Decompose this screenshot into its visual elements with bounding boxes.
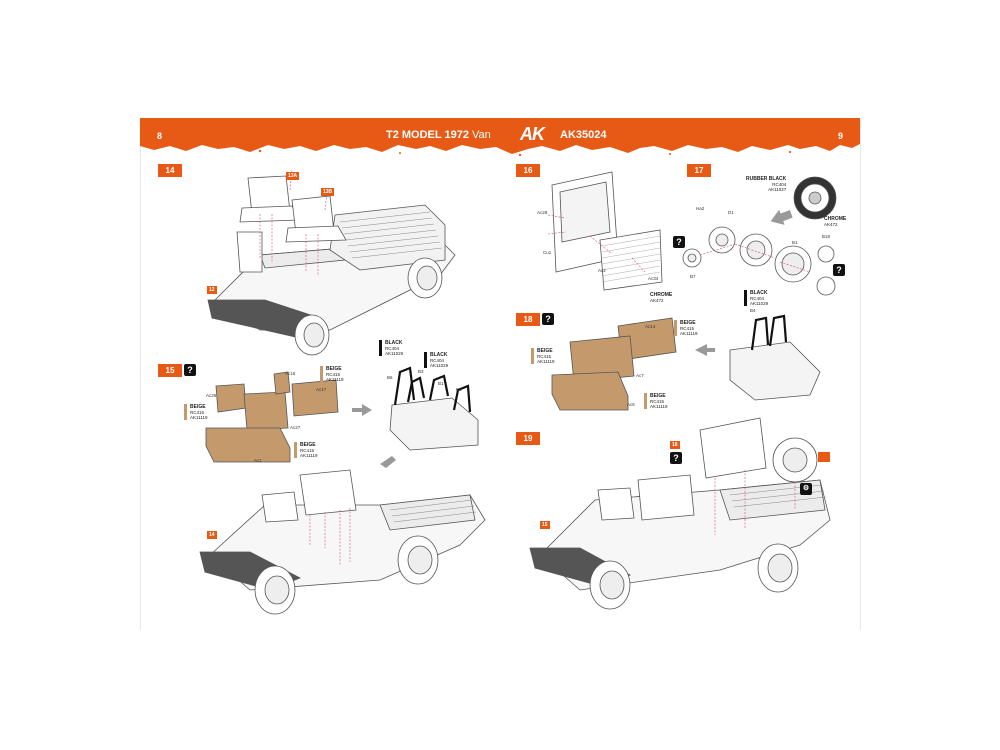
part-label: B6 [387, 375, 393, 380]
step15-assembled-drawing [199, 469, 486, 615]
part-label: B4 [750, 308, 756, 313]
part-label: Ha2 [696, 206, 705, 211]
step17-wheel-drawing [682, 176, 837, 296]
callout-13b: 13B [321, 188, 335, 196]
left-page-edge [140, 120, 141, 630]
step15-seat-parts [205, 371, 339, 463]
help-icon-step15: ? [184, 364, 196, 376]
part-label: Ac14 [645, 324, 656, 329]
step-15-badge: 15 [158, 364, 182, 377]
part-label: Ac26 [206, 393, 217, 398]
part-label: Ac34 [648, 276, 659, 281]
model-title: T2 MODEL 1972 Van [386, 129, 491, 141]
step-16-badge: 16 [516, 164, 540, 177]
part-label: B1 [792, 240, 798, 245]
product-code: AK35024 [560, 129, 607, 141]
direction-arrows [352, 209, 793, 468]
part-label: Ac6 [627, 402, 635, 407]
part-label: Ac1 [254, 458, 262, 463]
callout-14: 14 [207, 531, 217, 539]
step-14-badge: 14 [158, 164, 182, 177]
right-page-edge [860, 120, 861, 630]
decal-icon: ⚙ [800, 483, 812, 495]
page-number-left: 8 [157, 131, 163, 141]
header-band [140, 118, 860, 156]
part-label: B5 [456, 387, 462, 392]
help-icon-step17: ? [673, 236, 685, 248]
orange-flag-icon [818, 452, 830, 462]
ak-logo: AK [520, 124, 545, 144]
step16-door-drawing [547, 171, 663, 291]
step-17-badge: 17 [687, 164, 711, 177]
part-label: Ac2 [598, 268, 606, 273]
callout-15: 15 [540, 521, 550, 529]
step18-seat-parts [551, 314, 821, 411]
part-label: B3 [418, 369, 424, 374]
step-19-badge: 19 [516, 432, 540, 445]
part-label: Ac17 [316, 387, 327, 392]
step-18-badge: 18 [516, 313, 540, 326]
step15-frame-drawing [389, 366, 479, 451]
part-label: Ac28 [537, 210, 548, 215]
part-label: B1 [438, 381, 444, 386]
page-number-right: 9 [838, 131, 844, 141]
model-title-light: Van [472, 129, 491, 141]
part-label: B7 [690, 274, 696, 279]
part-label: Ac16 [285, 371, 296, 376]
help-icon-step17-right: ? [833, 264, 845, 276]
help-icon-step18: ? [542, 313, 554, 325]
model-title-bold: T2 MODEL 1972 [386, 129, 469, 141]
step19-assembled-drawing [529, 417, 831, 610]
callout-12: 12 [207, 286, 217, 294]
part-label: Cu1 [543, 250, 552, 255]
help-icon-step19: ? [670, 452, 682, 464]
callout-18: 18 [670, 441, 680, 449]
part-label: Ac7 [636, 373, 644, 378]
part-label: Ac27 [290, 425, 301, 430]
callout-13a: 13A [286, 172, 300, 180]
step14-chassis-drawing [207, 169, 456, 356]
part-label: D1 [728, 210, 734, 215]
part-label: B18 [822, 234, 831, 239]
